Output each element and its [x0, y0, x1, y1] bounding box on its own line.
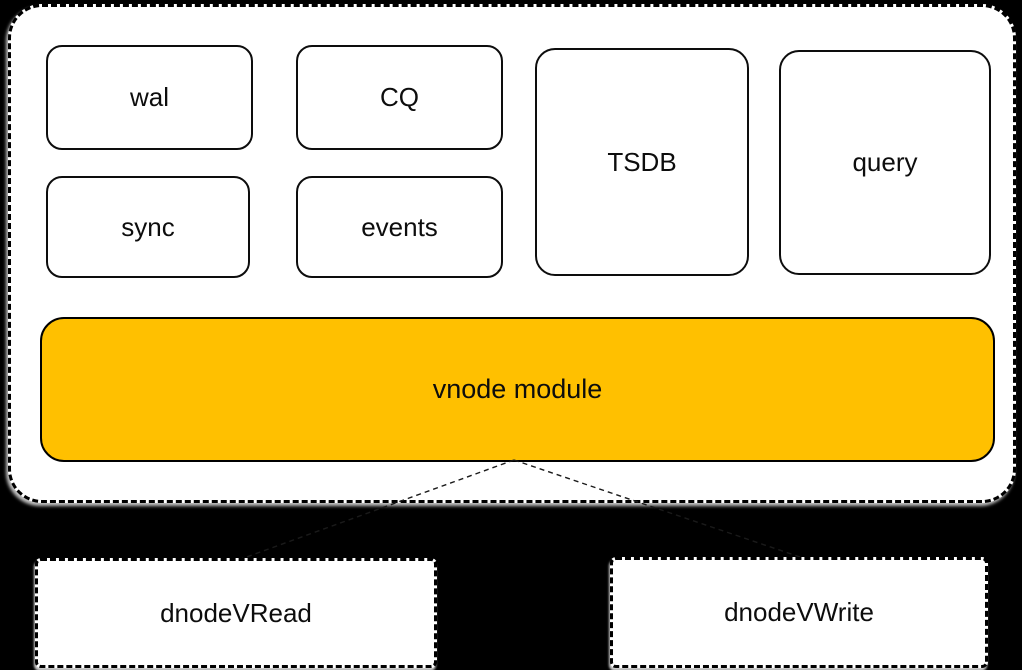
module-box-cq: CQ: [296, 45, 503, 150]
module-label-sync: sync: [121, 211, 175, 242]
module-label-cq: CQ: [380, 82, 419, 112]
module-box-wal: wal: [46, 45, 253, 150]
vnode-module-label: vnode module: [432, 374, 603, 404]
dnode-vread-box: dnodeVRead: [35, 558, 437, 668]
vnode-module-box: vnode module: [40, 317, 995, 462]
dnode-vwrite-label: dnodeVWrite: [724, 597, 874, 627]
module-box-sync: sync: [46, 176, 250, 278]
dnode-vwrite-box: dnodeVWrite: [610, 557, 988, 668]
module-label-query: query: [852, 147, 918, 177]
module-label-events: events: [361, 211, 438, 242]
vnode-module-group: wal CQ sync events TSDB query vnode modu…: [8, 4, 1016, 503]
dnode-vread-label: dnodeVRead: [160, 597, 312, 628]
module-box-query: query: [779, 50, 991, 275]
module-box-events: events: [296, 176, 503, 278]
module-label-tsdb: TSDB: [607, 146, 677, 177]
module-box-tsdb: TSDB: [535, 48, 749, 276]
module-label-wal: wal: [129, 82, 169, 112]
